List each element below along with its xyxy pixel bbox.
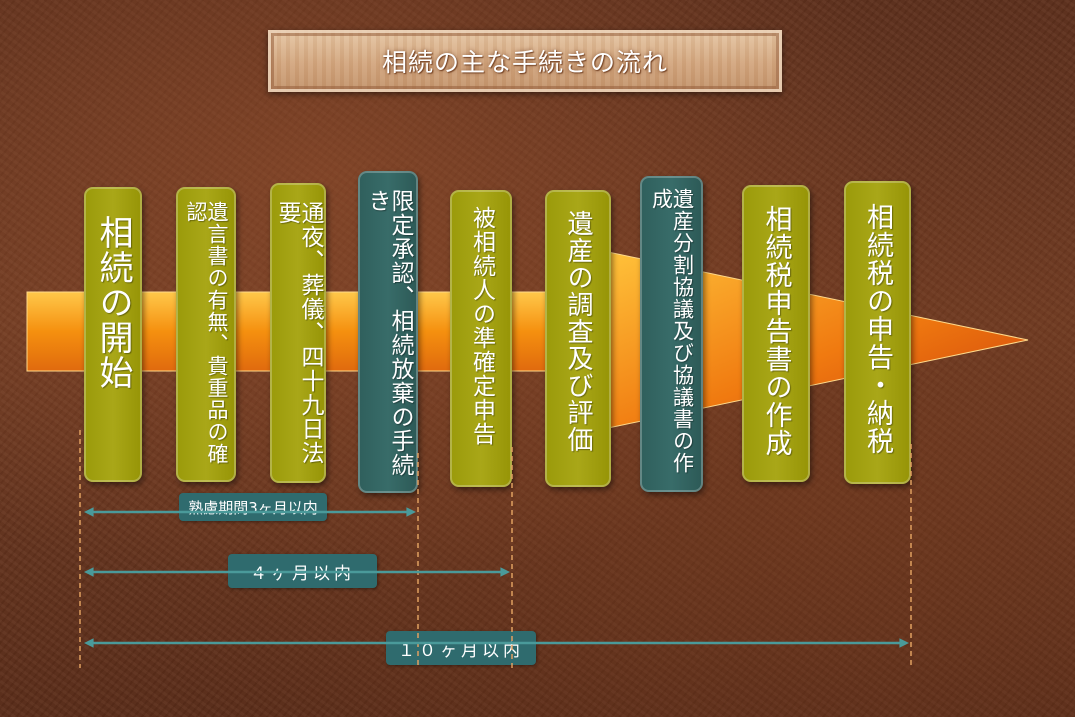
step-card: 相続の開始	[84, 187, 142, 482]
title-plaque: 相続の主な手続きの流れ	[268, 30, 782, 92]
step-card: 遺産の調査及び評価	[545, 190, 611, 487]
step-label: 遺産の調査及び評価	[563, 210, 593, 453]
step-card: 通夜、葬儀、四十九日法要	[270, 183, 326, 483]
step-card: 相続税申告書の作成	[742, 185, 810, 482]
deadline-label: 熟慮期間3ヶ月以内	[179, 493, 327, 521]
step-card: 遺言書の有無、貴重品の確認	[176, 187, 236, 482]
step-label: 相続税の申告・納税	[862, 203, 893, 455]
step-card: 被相続人の準確定申告	[450, 190, 512, 487]
step-label: 被相続人の準確定申告	[468, 206, 495, 446]
step-card: 遺産分割協議及び協議書の作成	[640, 176, 703, 492]
step-label: 遺産分割協議及び協議書の作成	[649, 188, 695, 474]
deadline-label: ４ヶ月以内	[228, 554, 377, 588]
step-label: 通夜、葬儀、四十九日法要	[274, 201, 323, 465]
step-label: 相続の開始	[93, 215, 133, 390]
step-label: 限定承認、相続放棄の手続き	[364, 189, 413, 477]
step-label: 遺言書の有無、貴重品の確認	[184, 201, 229, 465]
step-label: 相続税申告書の作成	[760, 205, 792, 457]
step-card: 相続税の申告・納税	[844, 181, 911, 484]
deadline-label: １０ヶ月以内	[386, 631, 536, 665]
step-card: 限定承認、相続放棄の手続き	[358, 171, 418, 493]
page-title: 相続の主な手続きの流れ	[381, 48, 668, 77]
